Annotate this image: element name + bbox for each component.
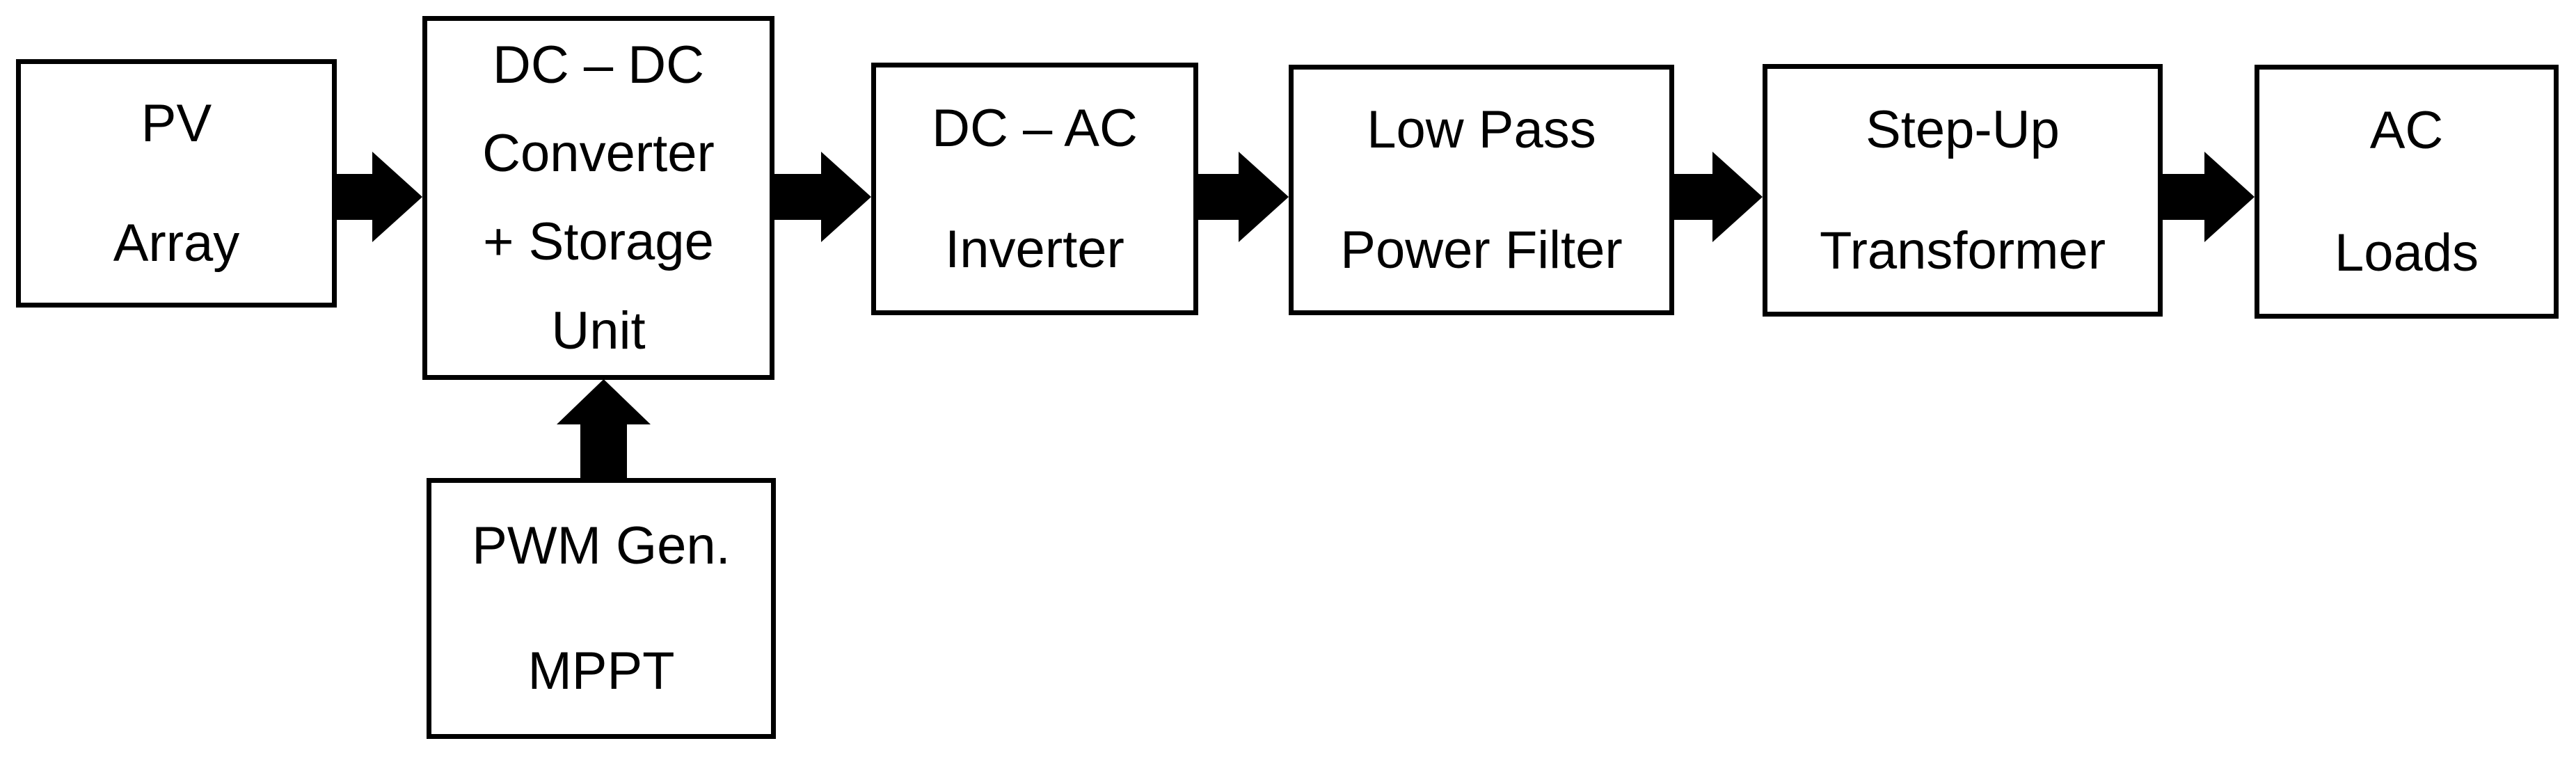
block-label-line: PV (141, 94, 212, 154)
arrow-up-icon (557, 379, 651, 485)
block-label-line: Array (113, 213, 240, 273)
block-label-line: AC (2369, 101, 2444, 161)
arrow-right-icon (1674, 152, 1763, 242)
arrow-right-icon (2163, 152, 2255, 242)
block-label-line: Loads (2334, 223, 2479, 282)
block-dc-dc-converter-storage: DC – DC Converter + Storage Unit (422, 16, 774, 380)
block-dc-ac-inverter: DC – AC Inverter (871, 63, 1198, 315)
arrow-right-icon (1198, 152, 1289, 242)
block-label-line: Transformer (1819, 221, 2106, 281)
block-label-line: Power Filter (1340, 220, 1623, 280)
block-label-line: DC – DC (492, 35, 705, 95)
block-pwm-gen-mppt: PWM Gen. MPPT (427, 478, 776, 739)
block-label-line: Converter (482, 124, 715, 184)
block-pv-array: PV Array (16, 59, 337, 308)
arrow-right-icon (774, 152, 871, 242)
arrow-right-icon (337, 152, 422, 242)
block-label-line: Inverter (945, 220, 1124, 280)
block-label-line: DC – AC (932, 98, 1138, 158)
block-label-line: Unit (551, 301, 646, 360)
block-label-line: Step-Up (1866, 99, 2060, 159)
block-label-line: + Storage (483, 212, 714, 272)
block-label-line: Low Pass (1367, 99, 1596, 159)
block-label-line: PWM Gen. (472, 516, 731, 575)
block-step-up-transformer: Step-Up Transformer (1763, 64, 2163, 317)
block-ac-loads: AC Loads (2255, 65, 2559, 319)
block-low-pass-power-filter: Low Pass Power Filter (1289, 65, 1674, 315)
block-label-line: MPPT (527, 642, 675, 701)
